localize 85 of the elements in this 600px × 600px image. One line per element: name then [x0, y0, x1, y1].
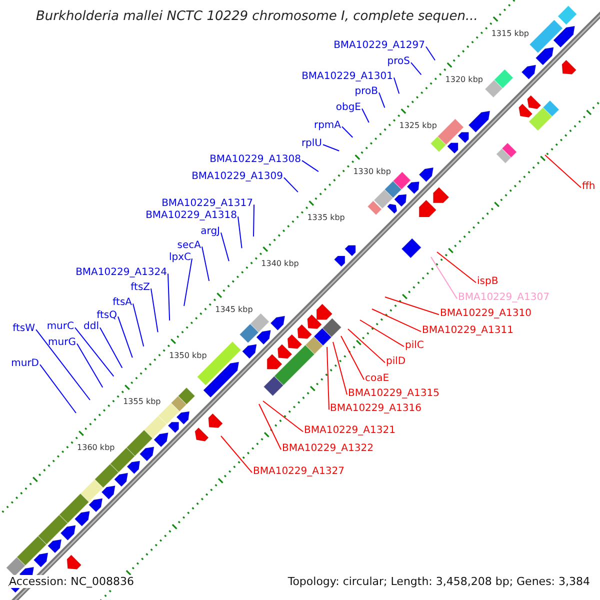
leader-line — [436, 252, 476, 284]
gene-label: BMA10229_A1310 — [440, 308, 532, 320]
leader-line — [238, 216, 242, 249]
gene-label: coaE — [365, 373, 390, 385]
gene-label: proS — [387, 56, 410, 68]
scale-label: 1340 kbp — [261, 259, 299, 270]
leader-line — [262, 400, 304, 432]
gene-label: BMA10229_A1318 — [146, 210, 237, 222]
gene-label: pilD — [386, 356, 406, 368]
gene-label: BMA10229_A1311 — [422, 325, 514, 337]
gene-label: argJ — [200, 226, 220, 238]
leader-line — [258, 404, 282, 450]
leader-line — [430, 256, 458, 300]
gene-label: BMA10229_A1308 — [210, 154, 301, 166]
leader-line — [384, 296, 440, 316]
scale-label: 1330 kbp — [353, 166, 391, 177]
gene-label: BMA10229_A1309 — [192, 171, 283, 183]
gene-label: murD — [11, 358, 39, 370]
scale-label: 1320 kbp — [445, 74, 483, 85]
accession-text: Accession: NC_008836 — [9, 575, 134, 588]
scale-label: 1325 kbp — [399, 120, 437, 131]
gene-label: ffh — [582, 181, 596, 193]
leader-line — [184, 258, 192, 306]
leader-line — [326, 346, 330, 410]
leader-line — [372, 308, 422, 332]
gene-label: ftsQ — [96, 310, 117, 322]
leader-line — [220, 436, 252, 474]
gene-label: BMA10229_A1297 — [334, 40, 425, 52]
gene-label: BMA10229_A1327 — [253, 466, 344, 478]
gene-label: ftsW — [12, 323, 35, 335]
gene-label: murC — [46, 321, 74, 333]
gene-label: BMA10229_A1301 — [302, 71, 393, 83]
scale-label: 1335 kbp — [307, 213, 345, 223]
topology-text: Topology: circular; Length: 3,458,208 bp; Genes: 3,384 — [288, 575, 590, 588]
leader-line — [340, 336, 364, 380]
leader-line — [284, 177, 298, 193]
gene-label: ispB — [477, 276, 498, 288]
leader-line — [302, 160, 319, 172]
leader-line — [150, 288, 158, 333]
gene-label: secA — [177, 240, 201, 252]
map-title: Burkholderia mallei NCTC 10229 chromosome I, complete sequen... — [36, 9, 478, 25]
gene-label: rplU — [301, 138, 322, 150]
gene-label: BMA10229_A1307 — [458, 292, 550, 304]
leader-line — [118, 316, 133, 358]
scale-label: 1355 kbp — [123, 397, 161, 408]
gene-label: murG — [48, 337, 76, 349]
leader-line — [410, 62, 422, 76]
leader-line — [253, 204, 254, 237]
scale-label: 1345 kbp — [215, 305, 253, 316]
leader-line — [40, 364, 76, 414]
gene-label: lpxC — [168, 252, 191, 264]
leader-line — [394, 77, 400, 94]
leader-line — [202, 246, 210, 282]
gene-label: BMA10229_A1317 — [162, 198, 253, 210]
gene-label: ddl — [84, 321, 99, 333]
leader-line — [426, 46, 436, 61]
gene-label: BMA10229_A1324 — [76, 267, 167, 279]
leader-line — [322, 144, 340, 152]
leader-line — [360, 320, 404, 348]
leader-line — [332, 342, 348, 396]
leader-line — [362, 108, 370, 124]
gene-label: obgE — [336, 102, 361, 114]
gene-label: pilC — [405, 340, 424, 352]
gene-label: BMA10229_A1316 — [330, 403, 422, 415]
gene-label: BMA10229_A1322 — [282, 443, 374, 455]
gene-label: rpmA — [314, 120, 341, 132]
gene-label: ftsZ — [130, 282, 150, 294]
leader-line — [74, 327, 114, 377]
scale-label: 1350 kbp — [169, 351, 207, 362]
leader-line — [342, 126, 354, 138]
scale-label: 1315 kbp — [491, 28, 530, 39]
gene-label: ftsA — [112, 297, 132, 309]
leader-line — [168, 273, 170, 321]
leader-line — [220, 232, 230, 262]
leader-line — [36, 329, 90, 400]
scale-label: 1360 kbp — [77, 443, 115, 454]
leader-line — [378, 92, 386, 108]
leader-line — [132, 303, 144, 347]
gene-label: BMA10229_A1321 — [304, 425, 396, 437]
leader-line — [544, 154, 582, 188]
leader-line — [76, 343, 104, 388]
gene-label: proB — [354, 86, 378, 98]
leader-line — [100, 327, 123, 368]
gene-label: BMA10229_A1315 — [348, 388, 440, 400]
leader-line — [348, 328, 386, 364]
